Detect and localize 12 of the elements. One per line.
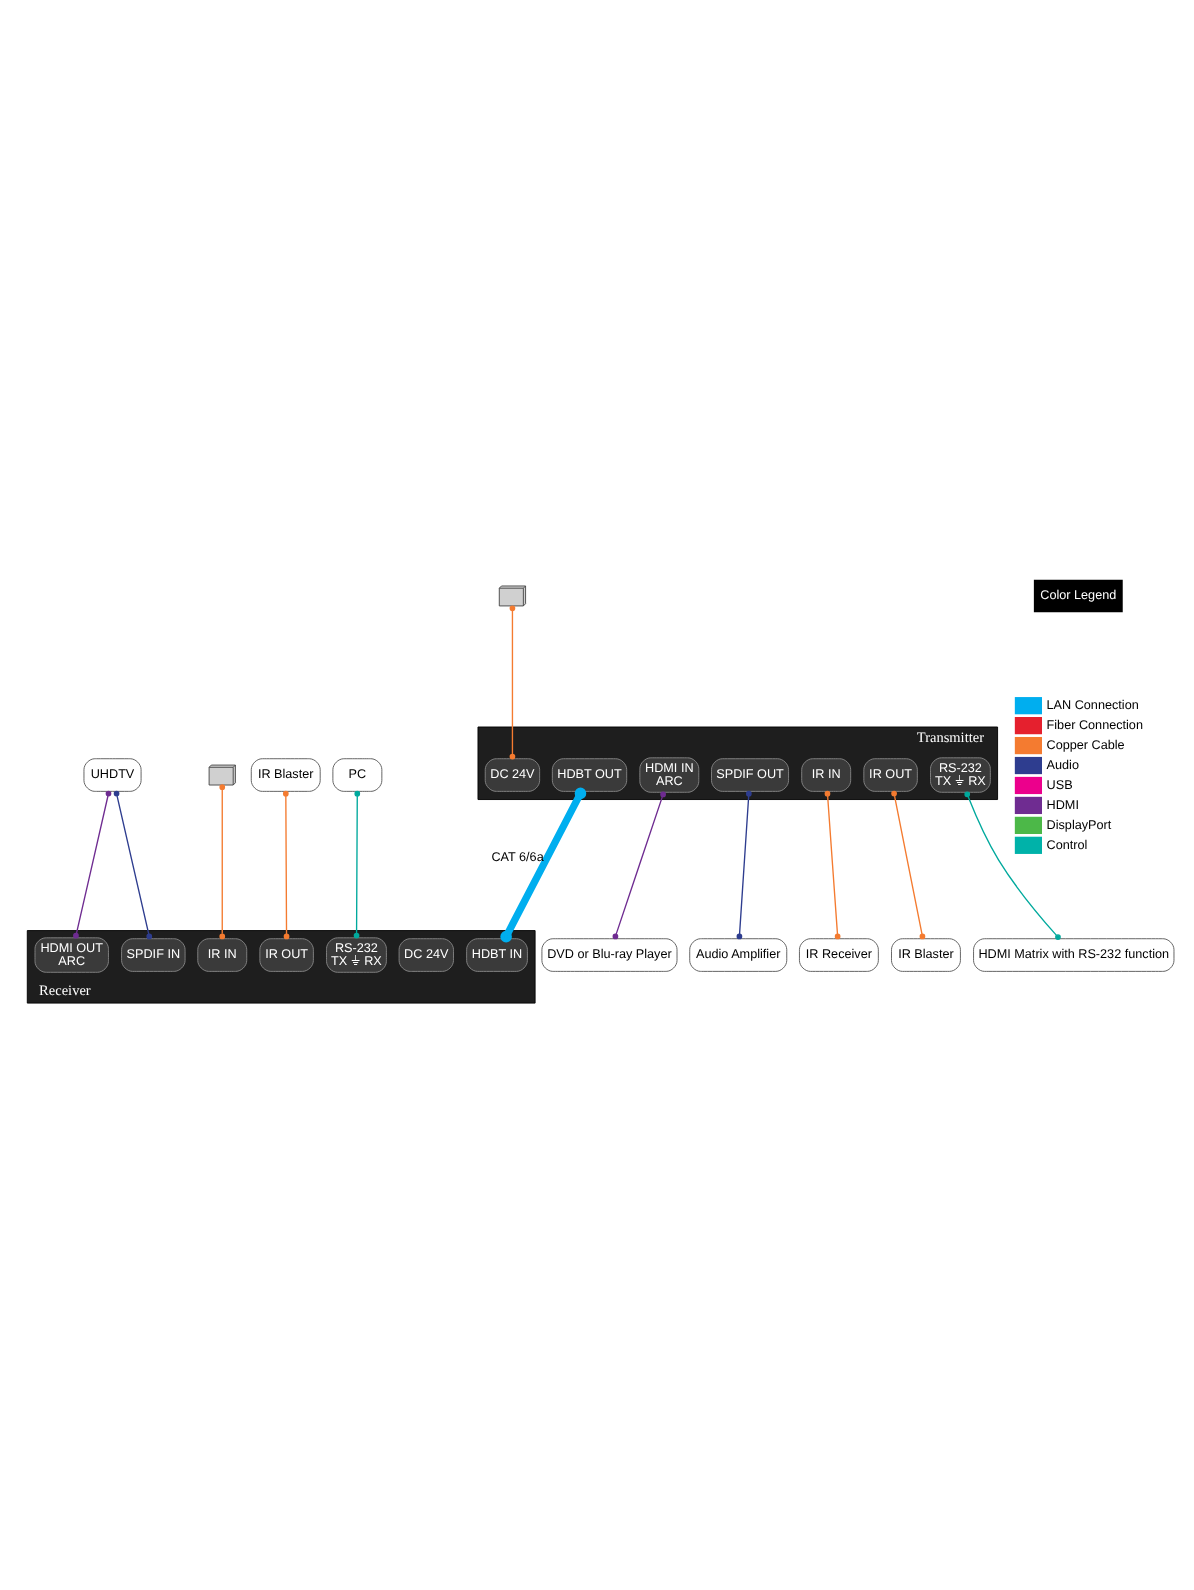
connector [73,790,112,939]
connector [736,790,752,940]
connector [891,790,926,940]
connector [964,791,1061,940]
connector [509,605,516,760]
connector [353,790,361,939]
connector [612,791,666,940]
connector [500,787,587,943]
connector [113,790,153,940]
connector [282,790,290,940]
connector [219,784,226,940]
connector [824,790,841,940]
